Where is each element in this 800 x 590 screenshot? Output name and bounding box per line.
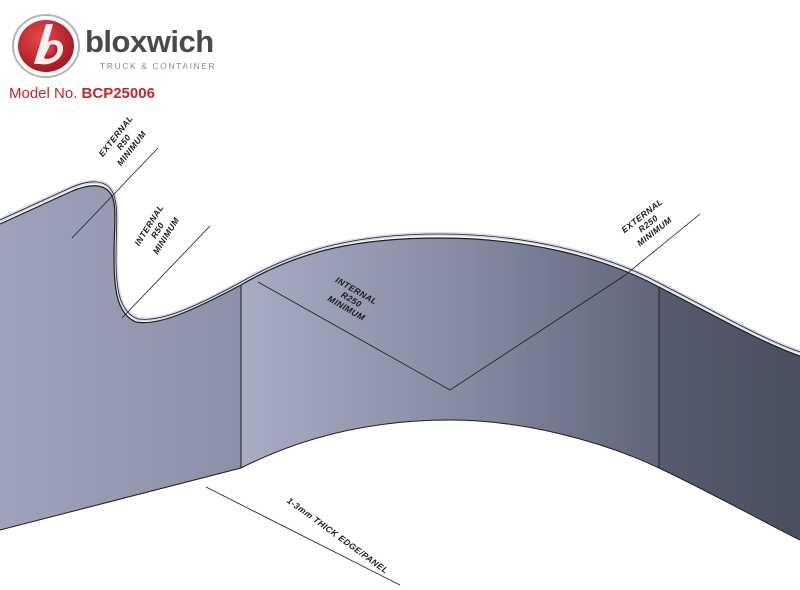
panel-outline-bottom	[0, 419, 800, 541]
leader-internal-r50	[121, 225, 211, 319]
callout-internal-r50: INTERNAL R50 MINIMUM	[132, 203, 181, 256]
panel-outline-top	[0, 185, 800, 357]
brand-wordmark: bloxwich	[85, 24, 214, 59]
model-label: Model No.	[9, 85, 78, 102]
callout-thickness-text: 1-3mm THICK EDGE/PANEL	[285, 495, 390, 575]
leader-thickness	[205, 486, 401, 586]
callout-thickness: 1-3mm THICK EDGE/PANEL	[285, 495, 390, 575]
leader-external-r50	[71, 147, 159, 239]
brand-tagline: TRUCK & CONTAINER	[100, 61, 217, 71]
panel-middle-segment	[241, 238, 659, 468]
model-number-line: Model No. BCP25006	[9, 86, 155, 101]
callout-external-r50: EXTERNAL R50 MINIMUM	[97, 113, 149, 167]
leader-external-r250	[623, 213, 701, 277]
callout-external-r250: EXTERNAL R250 MINIMUM	[619, 197, 674, 249]
panel-outline-top-inner	[0, 181, 800, 353]
brand-logo: b bloxwich TRUCK & CONTAINER	[10, 12, 220, 80]
leader-internal-r250	[257, 275, 625, 391]
logo-emblem: b	[12, 14, 80, 78]
panel-right-segment	[659, 287, 800, 590]
model-number: BCP25006	[81, 85, 155, 102]
panel-left-segment	[0, 185, 241, 530]
